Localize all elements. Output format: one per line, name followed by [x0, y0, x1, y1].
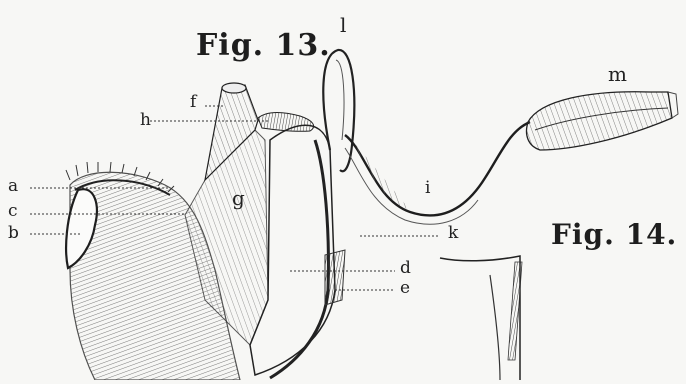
label-k: k: [448, 225, 458, 242]
fig14-sac-m: [527, 92, 679, 150]
label-d: d: [400, 260, 411, 277]
label-l: l: [340, 15, 346, 35]
label-a: a: [8, 178, 18, 195]
fig14-title: Fig. 14.: [551, 218, 677, 251]
label-m: m: [608, 64, 627, 84]
fig13-loop-l: [323, 50, 354, 171]
label-h: h: [140, 112, 151, 129]
label-g: g: [232, 188, 245, 208]
fig13-title: Fig. 13.: [196, 28, 331, 63]
fig14-stem: [440, 256, 522, 380]
label-c: c: [8, 203, 18, 220]
label-i: i: [425, 180, 430, 197]
label-e: e: [400, 280, 410, 297]
fig14-tube: [345, 122, 530, 224]
label-b: b: [8, 225, 19, 242]
label-f: f: [190, 94, 196, 111]
